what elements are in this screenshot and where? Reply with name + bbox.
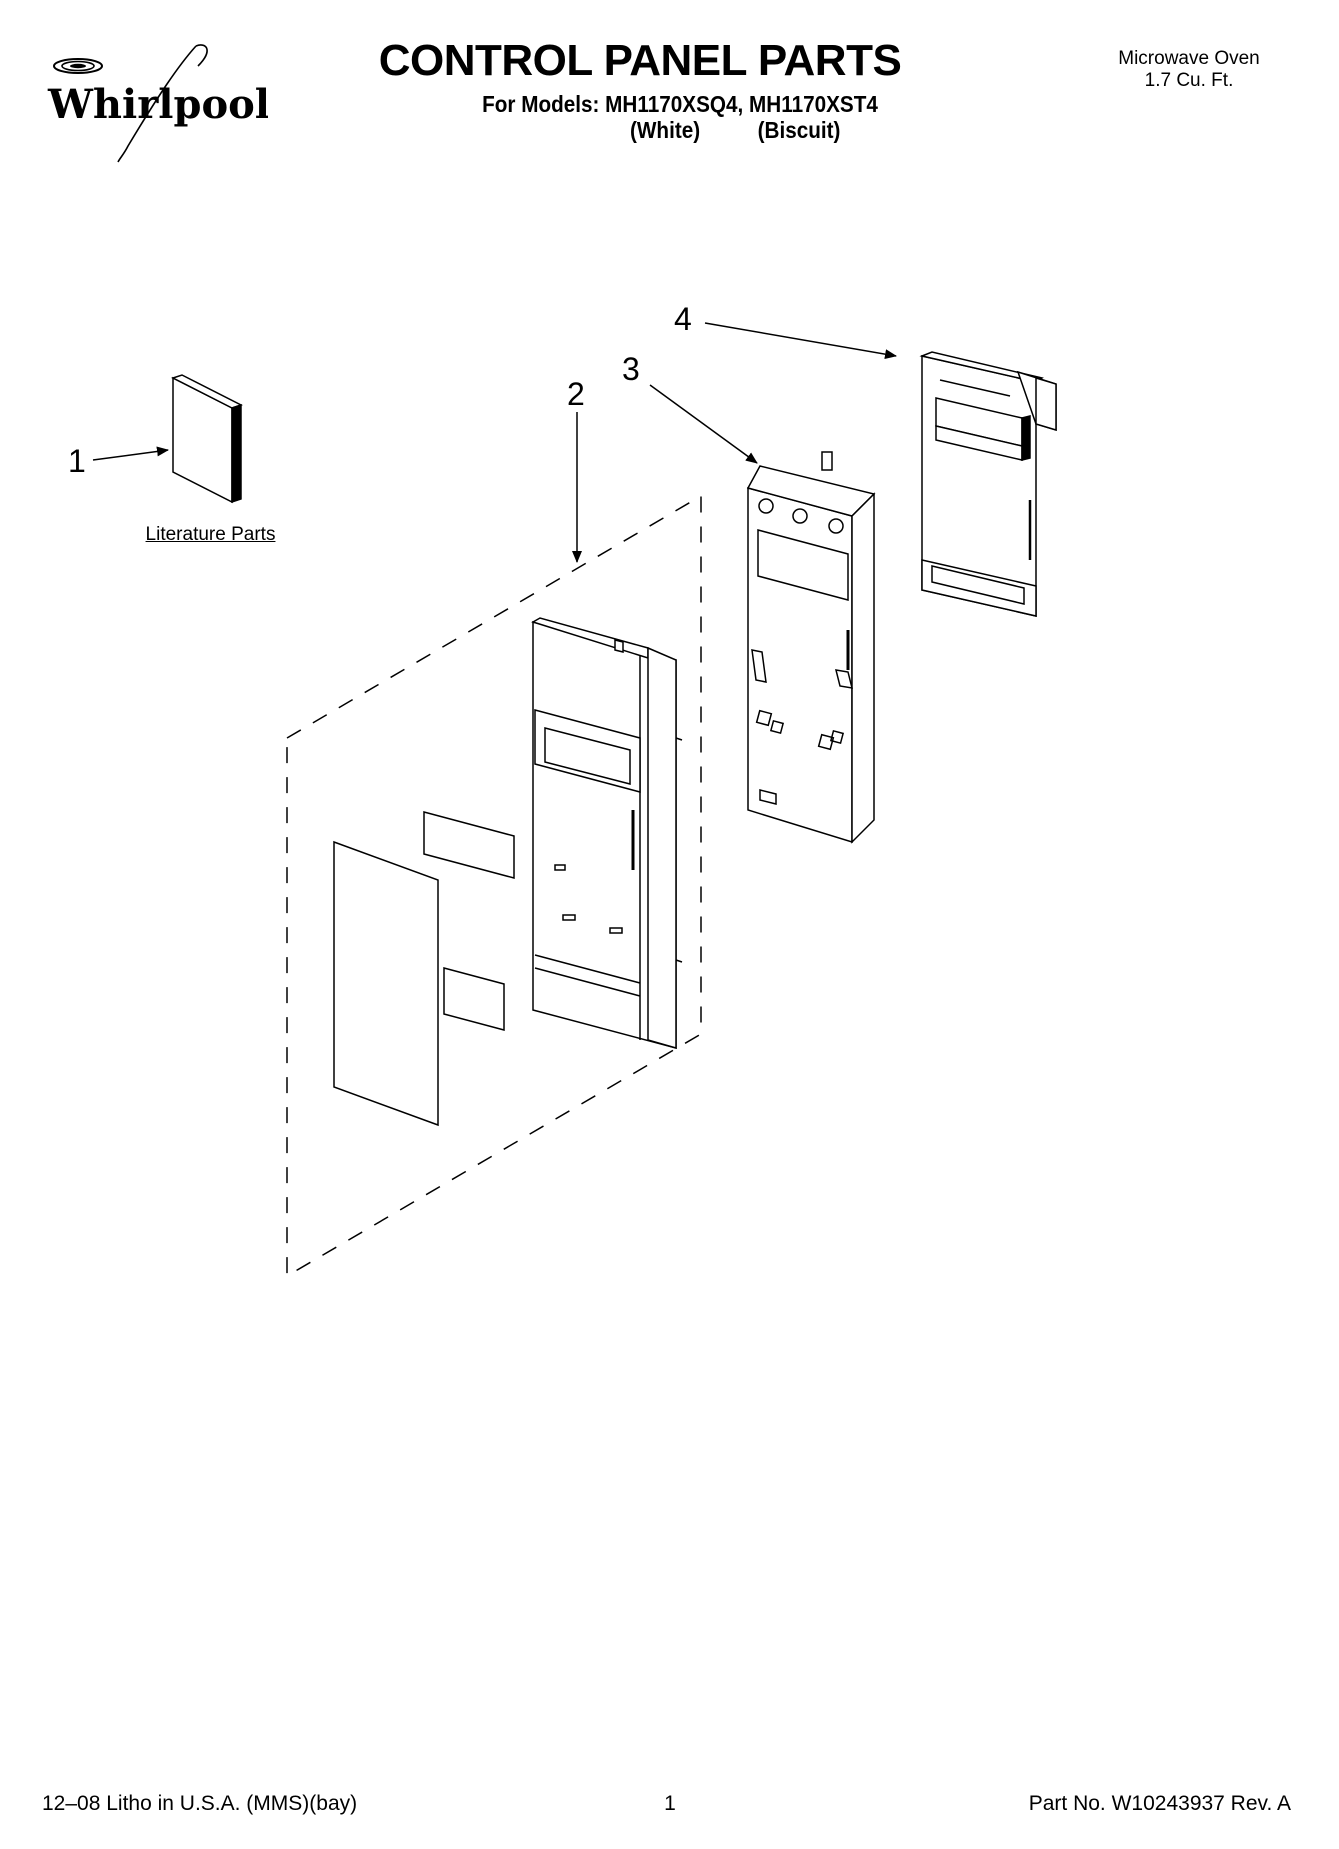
callout-3-arrow (649, 384, 758, 464)
literature-parts-label: Literature Parts (145, 524, 276, 545)
product-info: Microwave Oven 1.7 Cu. Ft. (1089, 48, 1289, 92)
footer-page-number: 1 (664, 1792, 676, 1815)
callout-4-arrow (704, 322, 897, 360)
callout-1: 1 (68, 443, 86, 479)
models-line: For Models: MH1170XSQ4, MH1170XST4 (482, 91, 878, 117)
part-2-overlay (333, 811, 515, 1127)
callout-1-arrow (92, 446, 169, 461)
part-4-pcb (919, 351, 1057, 617)
callout-3: 3 (622, 351, 640, 387)
part-1-literature (171, 374, 243, 504)
footer-part-number: Part No. W10243937 Rev. A (1028, 1792, 1291, 1815)
color-white: (White) (630, 117, 701, 143)
part-3-panel-frame (746, 451, 876, 844)
product-type: Microwave Oven (1118, 48, 1260, 69)
callout-2: 2 (567, 376, 585, 412)
part-2-control-panel (531, 617, 683, 1049)
footer-litho: 12–08 Litho in U.S.A. (MMS)(bay) (42, 1792, 358, 1815)
color-biscuit: (Biscuit) (757, 117, 841, 143)
model-colors: (White) (Biscuit) (630, 116, 840, 144)
product-capacity: 1.7 Cu. Ft. (1144, 70, 1234, 91)
whirlpool-logo: Whirlpool (47, 44, 268, 163)
page-title: CONTROL PANEL PARTS (378, 36, 902, 85)
brand-wordmark: Whirlpool (47, 81, 268, 128)
callout-4: 4 (674, 301, 692, 337)
